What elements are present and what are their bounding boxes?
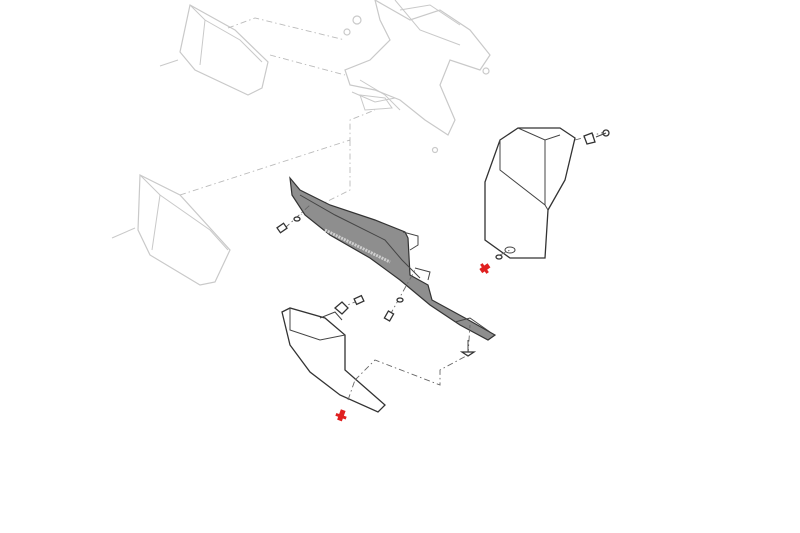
ghost-frame-assembly <box>343 0 491 154</box>
ghost-cover-upper-left <box>159 4 269 96</box>
red-screws <box>335 263 491 422</box>
side-cover-right <box>484 127 576 259</box>
ghost-leader-lines <box>179 17 376 216</box>
side-cover-lower-left <box>281 307 386 413</box>
highlighted-tail-panel <box>289 176 497 341</box>
leader-line-lower <box>354 354 469 386</box>
fastener-top-right <box>574 129 610 145</box>
ghost-cover-lower-left <box>111 174 231 286</box>
gray-screws <box>276 204 511 357</box>
